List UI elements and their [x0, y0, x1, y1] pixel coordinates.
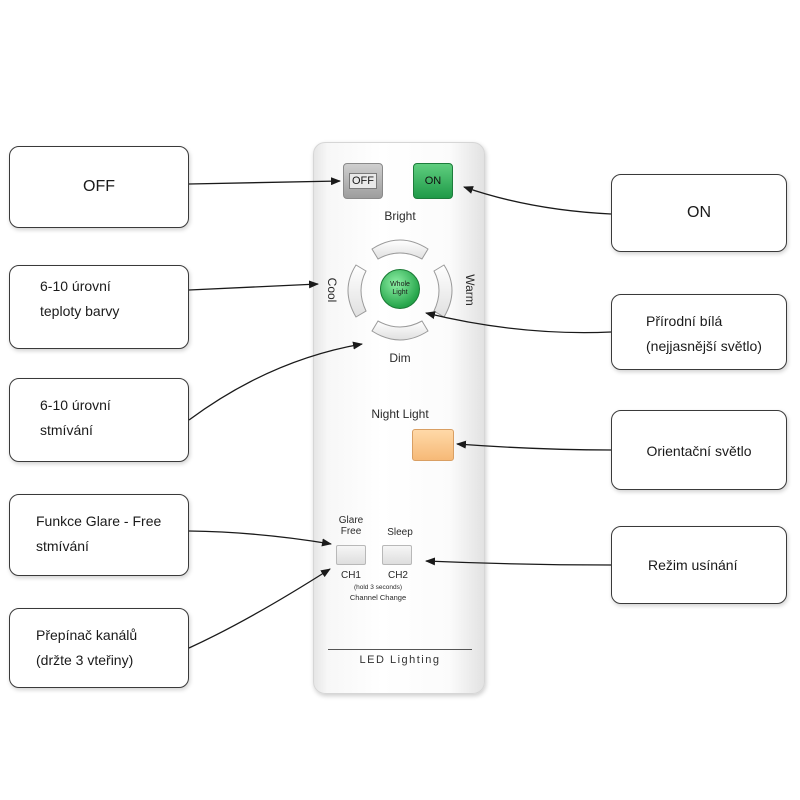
callout-dimming-line1: 6-10 úrovní [40, 397, 111, 413]
callout-glare-free-line1: Funkce Glare - Free [36, 513, 162, 529]
callout-on-text: ON [687, 204, 711, 221]
brand-label: LED Lighting [359, 654, 441, 666]
hold-note: (hold 3 seconds) [353, 584, 403, 591]
glare-free-label: Glare Free [330, 515, 372, 537]
callout-channel-switch: Přepínač kanálů (držte 3 vteřiny) [9, 608, 189, 688]
warm-label: Warm [463, 274, 477, 306]
on-button-label: ON [424, 175, 442, 187]
ch1-glare-free-button[interactable] [336, 545, 366, 565]
callout-natural-white: Přírodní bílá (nejjasnější světlo) [611, 294, 787, 370]
callout-on: ON [611, 174, 787, 252]
glare-free-label-line2: Free [340, 526, 362, 537]
ch2-label: CH2 [387, 570, 408, 581]
callout-glare-free-line2: stmívání [36, 538, 89, 555]
direction-pad [347, 239, 453, 341]
sleep-label: Sleep [387, 527, 413, 538]
callout-color-temperature-line1: 6-10 úrovní [40, 278, 111, 294]
callout-glare-free: Funkce Glare - Free stmívání [9, 494, 189, 576]
callout-off-text: OFF [83, 178, 115, 195]
callout-natural-white-line2: (nejjasnější světlo) [646, 338, 762, 355]
cool-button[interactable] [347, 264, 367, 318]
callout-natural-white-line1: Přírodní bílá [646, 313, 723, 329]
cool-label: Cool [325, 277, 339, 303]
whole-light-button[interactable]: Whole Light [380, 269, 420, 309]
arrow-on [463, 186, 612, 215]
off-button-label: OFF [349, 173, 377, 189]
off-button[interactable]: OFF [343, 163, 383, 199]
night-light-button[interactable] [412, 429, 454, 461]
callout-dimming-line2: stmívání [40, 422, 93, 439]
on-button[interactable]: ON [413, 163, 453, 199]
ch2-sleep-button[interactable] [382, 545, 412, 565]
brand-divider [328, 649, 472, 650]
bright-label: Bright [384, 209, 416, 223]
channel-change-label: Channel Change [349, 593, 407, 602]
callout-off: OFF [9, 146, 189, 228]
dim-button[interactable] [371, 320, 429, 341]
callout-night-light-text: Orientační světlo [646, 443, 752, 459]
callout-channel-switch-line1: Přepínač kanálů [36, 627, 138, 643]
whole-light-label-line2: Light [392, 289, 408, 296]
ch1-label: CH1 [340, 570, 361, 581]
callout-sleep-mode: Režim usínání [611, 526, 787, 604]
callout-night-light: Orientační světlo [611, 410, 787, 490]
callout-color-temperature-line2: teploty barvy [40, 303, 120, 320]
callout-channel-switch-line2: (držte 3 vteřiny) [36, 652, 134, 669]
arrow-channel-switch [188, 568, 331, 649]
callout-dimming: 6-10 úrovní stmívání [9, 378, 189, 462]
remote-control: OFF ON Bright Cool Warm Whole Light Dim … [313, 142, 485, 694]
dim-label: Dim [389, 351, 411, 365]
callout-sleep-mode-text: Režim usínání [648, 557, 738, 573]
arrow-color-temperature [188, 280, 319, 291]
arrow-glare-free [188, 530, 332, 547]
callout-color-temperature: 6-10 úrovní teploty barvy [9, 265, 189, 349]
night-light-label: Night Light [371, 407, 429, 421]
bright-button[interactable] [371, 239, 429, 260]
whole-light-label-line1: Whole [390, 281, 410, 288]
warm-button[interactable] [433, 264, 453, 318]
glare-free-label-line1: Glare [338, 515, 364, 526]
